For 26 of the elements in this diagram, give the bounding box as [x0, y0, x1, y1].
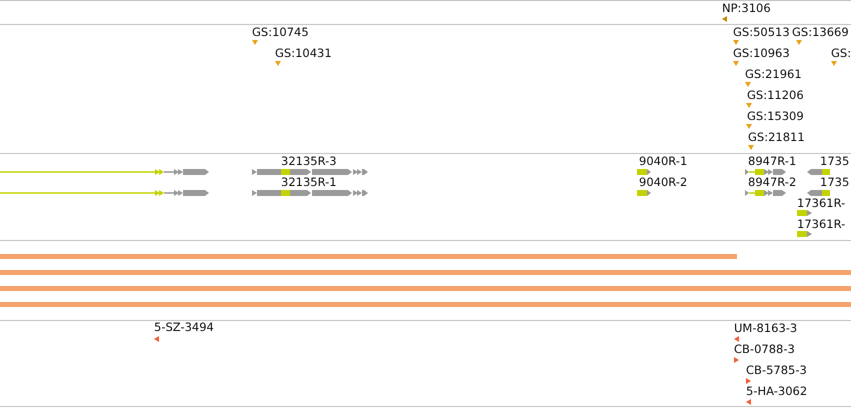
- feature-label: 1735: [820, 176, 850, 189]
- feature-label: GS:15309: [747, 110, 804, 123]
- feature-label: GS:10745: [252, 26, 309, 39]
- feature-label: GS:13669: [792, 26, 849, 39]
- feature-label: 8947R-1: [748, 155, 796, 168]
- feature-label: GS:11206: [747, 89, 804, 102]
- feature-label: 32135R-1: [281, 176, 337, 189]
- feature-label: GS:10963: [733, 47, 790, 60]
- feature-label: GS:21811: [748, 131, 805, 144]
- feature-label: 5-HA-3062: [746, 385, 808, 398]
- feature-label: 32135R-3: [281, 155, 337, 168]
- feature-label: CB-0788-3: [734, 343, 795, 356]
- feature-label: 9040R-2: [639, 176, 688, 189]
- feature-label: 17361R-: [797, 218, 846, 231]
- feature-label: GS:50513: [733, 26, 790, 39]
- feature-label: UM-8163-3: [734, 322, 798, 335]
- feature-label: GS:21961: [745, 68, 802, 81]
- feature-label: GS:10431: [275, 47, 332, 60]
- feature-label: 9040R-1: [639, 155, 688, 168]
- feature-label: CB-5785-3: [746, 364, 807, 377]
- feature-label: 1735: [820, 155, 850, 168]
- feature-label: NP:3106: [722, 2, 771, 15]
- feature-label: GS:: [831, 47, 851, 60]
- feature-label: 5-SZ-3494: [154, 321, 214, 334]
- feature-label: 17361R-: [797, 197, 846, 210]
- feature-label: 8947R-2: [748, 176, 796, 189]
